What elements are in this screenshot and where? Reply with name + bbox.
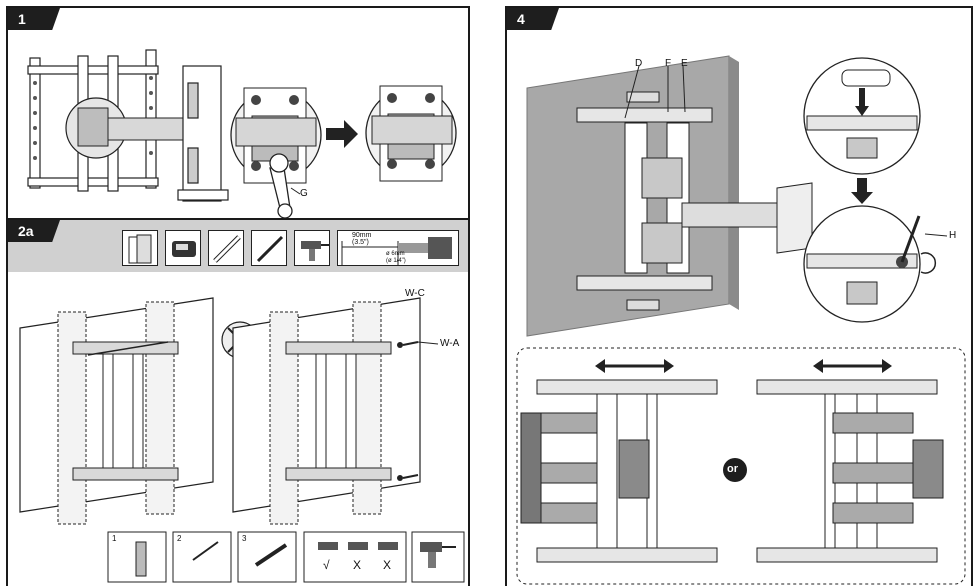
substep-2-label: 2 bbox=[177, 534, 182, 543]
or-label: or bbox=[727, 463, 738, 475]
substep-1-label: 1 bbox=[112, 534, 117, 543]
substep-3-label: 3 bbox=[242, 534, 247, 543]
step-2a-number: 2a bbox=[18, 223, 34, 239]
step-4-panel: 4 bbox=[505, 6, 973, 586]
double-arrow-icon-2 bbox=[813, 359, 892, 373]
step-1-panel: 1 bbox=[6, 6, 470, 220]
callout-e: E bbox=[681, 58, 688, 69]
step-2a-tab: 2a bbox=[8, 220, 60, 242]
level-icon bbox=[213, 235, 241, 263]
tool-drill-spec: 90mm (3.5") ø 6mm (ø 1/4") bbox=[337, 230, 459, 266]
drill-bit-in: (ø 1/4") bbox=[386, 258, 406, 264]
tool-stud-wall bbox=[122, 230, 158, 266]
drill-depth-in: (3.5") bbox=[352, 239, 369, 246]
callout-wa: W-A bbox=[440, 338, 460, 349]
tool-level bbox=[208, 230, 244, 266]
step-2a-panel: 2a 90mm (3.5") ø 6mm (ø 1/4") bbox=[6, 218, 470, 586]
stud-finder-icon bbox=[172, 241, 196, 257]
callout-wc: W-C bbox=[405, 288, 425, 299]
arrow-right-icon bbox=[326, 120, 358, 148]
arrow-down-icon bbox=[855, 88, 869, 116]
pencil-icon bbox=[256, 235, 284, 263]
drill-depth-mm: 90mm bbox=[352, 232, 372, 239]
drill-bit-icon bbox=[341, 237, 452, 265]
wrench-icon bbox=[269, 153, 293, 218]
callout-g: G bbox=[300, 188, 308, 199]
step-1-illustration bbox=[27, 49, 457, 218]
step-1-tab: 1 bbox=[8, 8, 60, 30]
level-mark-wrong-1: X bbox=[353, 558, 362, 572]
level-mark-wrong-2: X bbox=[383, 558, 392, 572]
step-4-illustration bbox=[516, 55, 966, 585]
step-4-number: 4 bbox=[517, 11, 525, 27]
step-1-number: 1 bbox=[18, 11, 26, 27]
step-2a-illustration bbox=[19, 297, 465, 583]
level-mark-correct: √ bbox=[323, 558, 330, 572]
callout-f: F bbox=[665, 58, 672, 69]
callout-d: D bbox=[635, 58, 643, 69]
drill-bit-mm: ø 6mm bbox=[386, 251, 405, 257]
step-4-tab: 4 bbox=[507, 8, 559, 30]
arrow-down-icon-2 bbox=[851, 178, 873, 204]
tool-drill bbox=[294, 230, 330, 266]
callout-h: H bbox=[949, 230, 957, 241]
double-arrow-icon bbox=[595, 359, 674, 373]
drill-icon-small bbox=[420, 542, 456, 568]
tool-stud-finder bbox=[165, 230, 201, 266]
stud-wall-icon bbox=[128, 234, 152, 264]
tool-pencil bbox=[251, 230, 287, 266]
drill-icon bbox=[301, 241, 329, 261]
